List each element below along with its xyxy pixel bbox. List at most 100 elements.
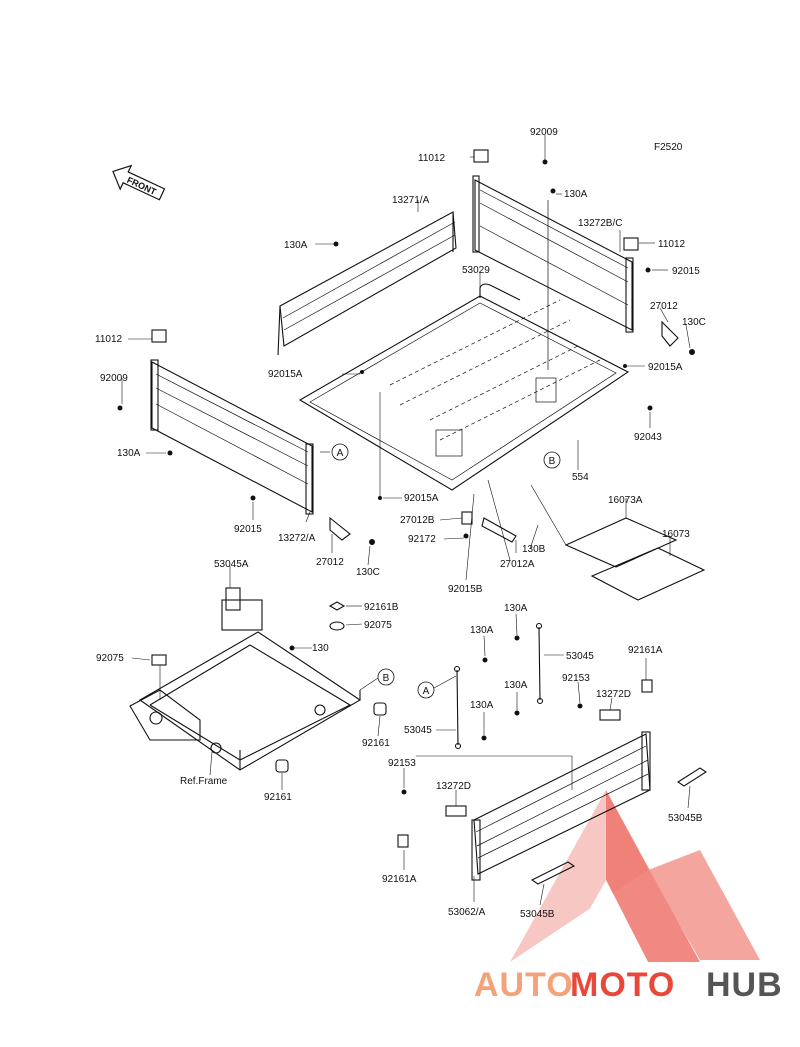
part-label: 11012	[418, 153, 446, 164]
part-label: 130A	[284, 240, 308, 251]
handle-53045b-left	[530, 861, 576, 885]
part-label: 92153	[562, 673, 590, 684]
part-label: 53045	[566, 651, 594, 662]
part-label: 554	[572, 472, 589, 483]
part-label: 130C	[356, 567, 380, 578]
part-label: Ref.Frame	[180, 776, 228, 787]
bumper-92161-b	[275, 759, 289, 773]
part-label: 130B	[522, 544, 546, 555]
cable-53045-left	[453, 665, 462, 750]
part-label: 16073	[662, 529, 690, 540]
part-label: 130A	[564, 189, 588, 200]
figure-id: F2520	[654, 142, 683, 153]
part-label: 130A	[504, 680, 528, 691]
part-label: 130	[312, 643, 329, 654]
ref-frame	[129, 587, 362, 771]
svg-text:B: B	[383, 673, 390, 684]
latch-27012-left	[329, 516, 351, 541]
part-label: 13272/A	[278, 533, 316, 544]
part-label: 130A	[470, 700, 494, 711]
callout-a-upper: A	[331, 443, 349, 461]
part-label: 13272D	[596, 689, 631, 700]
part-label: 92015A	[648, 362, 683, 373]
deck-53029	[298, 283, 630, 491]
part-label: 92075	[364, 620, 392, 631]
part-label: 92075	[96, 653, 124, 664]
part-label: 92009	[530, 127, 558, 138]
block-13272d-left	[445, 805, 467, 817]
part-label: 92015	[234, 524, 262, 535]
part-label: 92161B	[364, 602, 399, 613]
svg-text:MOTO: MOTO	[570, 966, 675, 1004]
part-label: 13271/A	[392, 195, 430, 206]
svg-text:A: A	[423, 686, 430, 697]
bumper-92075-b	[329, 621, 345, 631]
part-label: 92015B	[448, 584, 483, 595]
part-label: 53045B	[668, 813, 703, 824]
watermark-text: AUTO MOTO HUB	[474, 966, 783, 1004]
cable-53045-right	[535, 622, 544, 705]
cap-11012-b	[623, 237, 639, 251]
handle-53045b-right	[676, 767, 708, 787]
front-arrow-icon: FRONT	[112, 164, 166, 201]
svg-text:B: B	[549, 456, 556, 467]
side-panel-13271	[277, 211, 457, 356]
part-label: 13272D	[436, 781, 471, 792]
latch-27012a	[481, 517, 517, 543]
mat-16073a	[564, 517, 678, 568]
part-label: 92172	[408, 534, 436, 545]
callout-b-upper: B	[543, 451, 561, 469]
bracket-27012b	[461, 511, 473, 525]
part-label: 53045	[404, 725, 432, 736]
leader-lines-lower-left	[131, 566, 381, 790]
part-label: 53062/A	[448, 907, 486, 918]
side-panel-13272bc	[472, 175, 634, 370]
leader-lines-upper	[121, 135, 691, 581]
part-label: 92015A	[404, 493, 439, 504]
part-label: 130A	[504, 603, 528, 614]
watermark-logo-icon	[510, 790, 760, 962]
part-label: 27012	[316, 557, 344, 568]
part-label: 92009	[100, 373, 128, 384]
callout-a-lower: A	[417, 681, 435, 699]
cap-11012-a	[473, 149, 489, 163]
part-label: 27012A	[500, 559, 535, 570]
part-label: 130C	[682, 317, 706, 328]
svg-text:A: A	[337, 448, 344, 459]
callout-b-lower: B	[377, 668, 395, 686]
part-label: 11012	[95, 334, 123, 345]
part-label: 92161A	[628, 645, 663, 656]
cap-11012-c	[151, 329, 167, 343]
part-label: 92153	[388, 758, 416, 769]
tailgate	[471, 731, 651, 881]
part-label: 11012	[658, 239, 686, 250]
mat-16073	[590, 547, 706, 601]
svg-text:AUTO: AUTO	[474, 966, 574, 1004]
side-panel-13272a	[150, 359, 314, 515]
part-label: 92043	[634, 432, 662, 443]
part-label: 92161A	[382, 874, 417, 885]
bumper-92161-a	[373, 702, 387, 716]
bumper-92075-a	[151, 654, 167, 666]
part-label: 92161	[264, 792, 292, 803]
bumper-92161a-left	[397, 834, 409, 848]
latch-27012-right	[661, 320, 679, 347]
bumper-92161a-right	[641, 679, 653, 693]
part-label: 92015A	[268, 369, 303, 380]
part-label: 13272B/C	[578, 218, 622, 229]
part-label: 92015	[672, 266, 700, 277]
bolt-dots-lower	[289, 635, 583, 795]
part-label: 27012B	[400, 515, 435, 526]
part-label: 130A	[117, 448, 141, 459]
svg-text:HUB: HUB	[706, 966, 783, 1004]
part-label: 92161	[362, 738, 390, 749]
bolt-dots	[117, 159, 695, 545]
part-label: 130A	[470, 625, 494, 636]
leader-lines-lower-right	[403, 613, 691, 906]
part-label: 27012	[650, 301, 678, 312]
part-label: 16073A	[608, 495, 643, 506]
part-label: 53045A	[214, 559, 249, 570]
part-label: 53045B	[520, 909, 555, 920]
